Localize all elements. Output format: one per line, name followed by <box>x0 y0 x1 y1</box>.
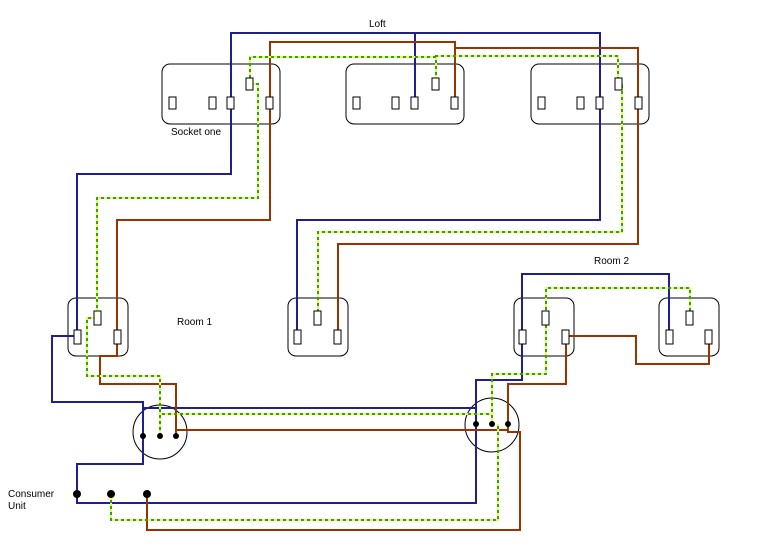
loft-socket-3-box <box>530 63 650 125</box>
live-wire <box>175 424 509 436</box>
consumer-unit-label-line1: Consumer <box>8 489 55 500</box>
live-wire <box>269 41 456 103</box>
pin <box>245 77 254 91</box>
pin <box>73 329 82 345</box>
live-wire <box>99 336 177 436</box>
pin <box>595 96 604 110</box>
socket-one-box <box>161 63 281 125</box>
room2-socket-1-box <box>513 297 575 357</box>
loft-socket-2-box <box>345 63 465 125</box>
junction-terminal <box>140 433 146 439</box>
live-wire <box>146 424 521 531</box>
pin <box>518 329 527 345</box>
pin <box>226 96 235 110</box>
pin <box>113 329 122 345</box>
live-wire <box>337 42 639 330</box>
terminal-dots <box>73 421 511 498</box>
consumer-unit-terminal <box>143 490 151 498</box>
socket-one-label: Socket one <box>171 127 221 138</box>
junction-terminal <box>489 421 495 427</box>
loft-sockets <box>161 63 650 125</box>
neutral-wire <box>76 105 232 340</box>
earth-wire <box>249 56 437 84</box>
room2-sockets <box>513 297 720 357</box>
pin <box>665 329 674 345</box>
pin <box>93 310 102 326</box>
pin <box>293 329 302 345</box>
earth-wire <box>86 317 161 436</box>
socket-pins <box>73 77 713 345</box>
neutral-wires <box>51 32 670 504</box>
room2-label: Room 2 <box>594 256 629 267</box>
junction-terminal <box>505 421 511 427</box>
pin <box>265 96 274 110</box>
earth-wire <box>110 424 499 521</box>
pin <box>614 77 623 91</box>
pin <box>352 96 361 110</box>
pin <box>333 329 342 345</box>
pin <box>634 96 643 110</box>
pin <box>537 96 546 110</box>
neutral-wire <box>142 407 477 436</box>
loft-label: Loft <box>369 19 386 30</box>
live-wire <box>507 335 710 424</box>
neutral-wire <box>76 424 477 504</box>
pin <box>410 96 419 110</box>
pin <box>450 96 459 110</box>
pin <box>576 96 585 110</box>
pin <box>561 329 570 345</box>
live-wire <box>116 103 271 336</box>
pin <box>541 310 550 326</box>
junction-terminal <box>173 433 179 439</box>
pin <box>685 310 694 326</box>
pin <box>313 310 322 326</box>
pin <box>704 329 713 345</box>
consumer-unit-terminal <box>73 490 81 498</box>
consumer-unit-label-line2: Unit <box>8 501 26 512</box>
neutral-wire <box>230 32 601 330</box>
junction-terminal <box>473 421 479 427</box>
room1-sockets <box>67 297 349 357</box>
pin <box>168 96 177 110</box>
pin <box>391 96 400 110</box>
consumer-unit-terminal <box>107 490 115 498</box>
pin <box>431 77 440 91</box>
neutral-wire <box>475 273 670 424</box>
room1-label: Room 1 <box>177 317 212 328</box>
junction-terminal <box>157 433 163 439</box>
earth-wire <box>96 83 259 318</box>
pin <box>208 96 217 110</box>
earth-wire <box>159 413 493 436</box>
